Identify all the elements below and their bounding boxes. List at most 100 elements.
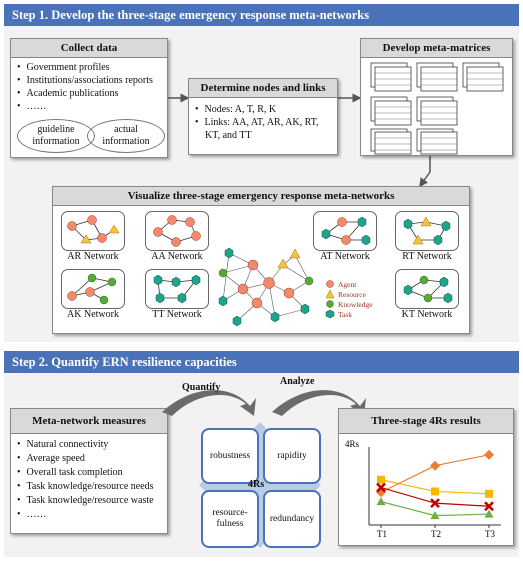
- develop-panel: Develop meta-matrices: [360, 38, 513, 156]
- ak-network-box: [61, 269, 125, 309]
- resourcefulness-quad: resource-fulness: [201, 490, 259, 548]
- collect-item: Academic publications: [17, 87, 161, 100]
- measure-item: Average speed: [17, 452, 161, 466]
- quantify-arrow: [162, 390, 256, 416]
- collect-data-title: Collect data: [11, 39, 167, 58]
- x-tick-label: T3: [485, 529, 495, 539]
- legend-resource: Resource: [325, 289, 385, 299]
- ak-network-graph: [67, 273, 117, 305]
- central-meta-network-graph: [218, 247, 314, 327]
- quantify-label: Quantify: [182, 382, 221, 393]
- legend-task-label: Task: [338, 309, 353, 319]
- series-point: [430, 498, 440, 509]
- fourRs-center-label: 4Rs: [248, 479, 265, 490]
- visualize-title: Visualize three-stage emergency response…: [53, 187, 469, 206]
- rapidity-label: rapidity: [277, 450, 307, 461]
- quantify-analyze-arrows: [162, 390, 366, 416]
- collect-item: Institutions/associations reports: [17, 74, 161, 87]
- y-axis-label: 4Rs: [345, 439, 360, 449]
- ak-network-label: AK Network: [67, 309, 119, 320]
- aa-network-graph: [153, 215, 201, 247]
- actual-information-ellipse: actual information: [87, 119, 165, 153]
- rt-network-label: RT Network: [402, 251, 452, 262]
- rapidity-quad: rapidity: [263, 428, 321, 484]
- determine-item: Nodes: A, T, R, K: [195, 103, 331, 116]
- step2-title: Step 2. Quantify ERN resilience capaciti…: [12, 355, 237, 369]
- series-point: [484, 449, 494, 460]
- measure-item: ……: [17, 508, 161, 522]
- ar-network-graph: [67, 215, 120, 244]
- results-title: Three-stage 4Rs results: [339, 409, 513, 434]
- series-point: [376, 487, 386, 498]
- analyze-arrow: [272, 390, 366, 416]
- step1-header: Step 1. Develop the three-stage emergenc…: [4, 4, 519, 26]
- aa-network-label: AA Network: [151, 251, 203, 262]
- series-line: [380, 454, 490, 493]
- step1-title: Step 1. Develop the three-stage emergenc…: [12, 8, 370, 22]
- at-network-graph: [321, 216, 371, 246]
- rt-network-graph: [403, 216, 451, 246]
- legend-resource-label: Resource: [338, 289, 366, 299]
- series-point: [376, 497, 386, 506]
- analyze-label: Analyze: [280, 376, 315, 387]
- develop-title: Develop meta-matrices: [361, 39, 512, 58]
- resourcefulness-label: resource-fulness: [212, 508, 248, 529]
- step2-header: Step 2. Quantify ERN resilience capaciti…: [4, 351, 519, 373]
- visualize-panel: Visualize three-stage emergency response…: [52, 186, 470, 334]
- robustness-quad: robustness: [201, 428, 259, 484]
- measure-item: Natural connectivity: [17, 438, 161, 452]
- tt-network-box: [145, 269, 209, 309]
- rt-network-box: [395, 211, 459, 251]
- tt-network-label: TT Network: [152, 309, 202, 320]
- redundancy-quad: redundancy: [263, 490, 321, 548]
- legend-task: Task: [325, 309, 385, 319]
- legend-agent-label: Agent: [338, 279, 357, 289]
- measures-title: Meta-network measures: [11, 409, 167, 434]
- kt-network-box: [395, 269, 459, 309]
- determine-list: Nodes: A, T, R, K Links: AA, AT, AR, AK,…: [189, 98, 337, 142]
- agent-legend-icon: [326, 280, 334, 288]
- robustness-label: robustness: [209, 450, 251, 461]
- network-legend: Agent Resource Knowledge Task: [325, 279, 385, 323]
- legend-knowledge: Knowledge: [325, 299, 385, 309]
- series-point: [430, 460, 440, 471]
- fourRs-block: robustness rapidity resource-fulness red…: [195, 418, 325, 552]
- kt-network-label: KT Network: [401, 309, 453, 320]
- series-point: [485, 489, 493, 498]
- tt-network-graph: [153, 274, 201, 304]
- legend-agent: Agent: [325, 279, 385, 289]
- legend-knowledge-label: Knowledge: [338, 299, 373, 309]
- x-tick-label: T2: [431, 529, 441, 539]
- measures-list: Natural connectivity Average speed Overa…: [11, 434, 167, 526]
- x-tick-label: T1: [377, 529, 387, 539]
- measures-panel: Meta-network measures Natural connectivi…: [10, 408, 168, 534]
- redundancy-label: redundancy: [269, 513, 315, 524]
- at-network-label: AT Network: [320, 251, 370, 262]
- task-legend-icon: [325, 309, 335, 319]
- determine-item: Links: AA, AT, AR, AK, RT, KT, and TT: [195, 116, 331, 142]
- collect-data-list: Government profiles Institutions/associa…: [11, 58, 167, 116]
- arrow-develop-to-visualize-h: [419, 171, 431, 188]
- determine-title: Determine nodes and links: [189, 79, 337, 98]
- series-point: [430, 511, 440, 520]
- collect-item: Government profiles: [17, 61, 161, 74]
- series-point: [377, 475, 385, 484]
- series-point: [431, 487, 439, 496]
- guideline-information-label: guideline information: [32, 124, 80, 147]
- kt-network-graph: [403, 275, 453, 304]
- collect-item: ……: [17, 100, 161, 113]
- measure-item: Task knowledge/resource needs: [17, 480, 161, 494]
- series-point: [376, 482, 386, 493]
- measure-item: Task knowledge/resource waste: [17, 494, 161, 508]
- ar-network-label: AR Network: [67, 251, 119, 262]
- measure-item: Overall task completion: [17, 466, 161, 480]
- at-network-box: [313, 211, 377, 251]
- series-point: [484, 509, 494, 518]
- determine-panel: Determine nodes and links Nodes: A, T, R…: [188, 78, 338, 155]
- meta-matrices-graphic: [370, 62, 504, 155]
- actual-information-label: actual information: [102, 124, 150, 147]
- aa-network-box: [145, 211, 209, 251]
- collect-data-panel: Collect data Government profiles Institu…: [10, 38, 168, 158]
